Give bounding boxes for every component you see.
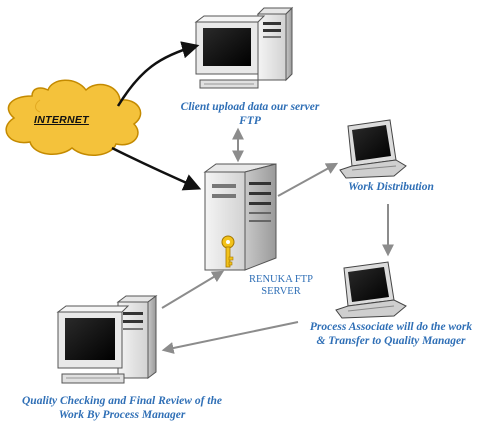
internet-label: INTERNET: [34, 114, 89, 126]
associate-label: Process Associate will do the work & Tra…: [284, 320, 498, 348]
key-icon: [221, 235, 235, 268]
internet-cloud-icon: [5, 79, 142, 156]
client-label: Client upload data our server FTP: [150, 100, 350, 128]
arrow-internet-to-client: [116, 41, 200, 107]
distribution-laptop-icon: [339, 119, 407, 179]
server-label: RENUKA FTP SERVER: [236, 274, 326, 298]
distribution-label: Work Distribution: [348, 181, 434, 193]
manager-computer-icon: [56, 295, 158, 384]
manager-label: Quality Checking and Final Review of the…: [0, 394, 244, 422]
client-computer-icon: [194, 6, 294, 89]
associate-laptop-icon: [335, 261, 407, 319]
ftp-server-icon: [203, 163, 277, 271]
arrow-internet-to-server: [111, 146, 202, 191]
manager-label-line-2: Work By Process Manager: [58, 409, 186, 421]
client-label-line-1: Client upload data our server: [180, 101, 320, 113]
arrow-manager-to-server: [161, 270, 225, 309]
client-label-line-2: FTP: [239, 115, 261, 127]
server-label-line-1: RENUKA FTP: [249, 274, 313, 285]
associate-label-line-2: & Transfer to Quality Manager: [316, 335, 466, 347]
server-label-line-2: SERVER: [261, 286, 301, 297]
manager-label-line-1: Quality Checking and Final Review of the: [22, 395, 222, 407]
arrow-server-to-distribution: [277, 162, 339, 197]
arrow-associate-to-manager: [161, 321, 299, 354]
associate-label-line-1: Process Associate will do the work: [309, 321, 473, 333]
